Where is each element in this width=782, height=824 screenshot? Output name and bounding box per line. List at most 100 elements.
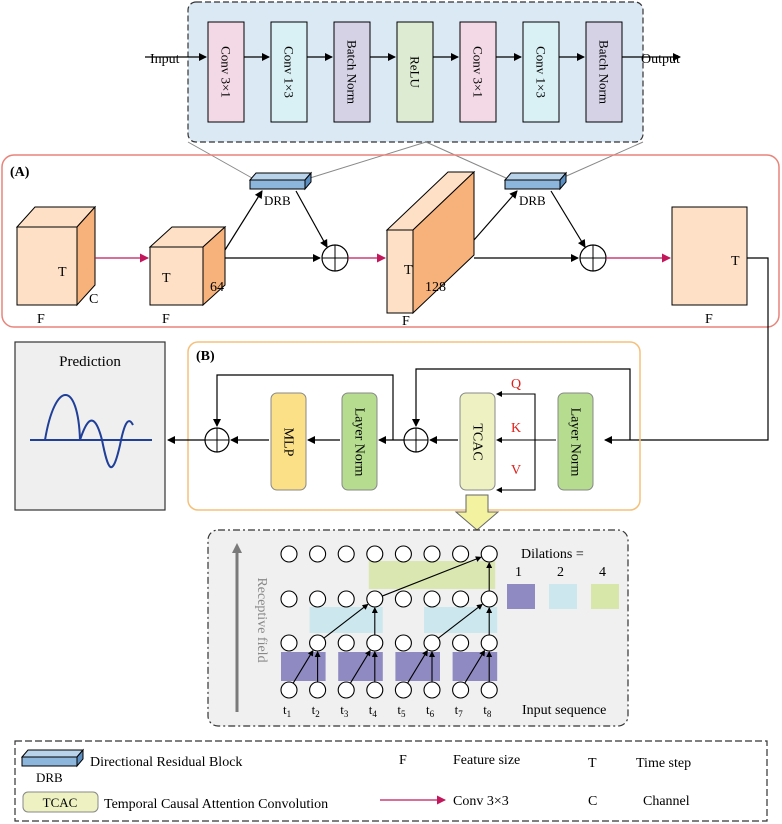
input-sequence-label: Input sequence [522,703,606,718]
drb-layer-label: Conv 1×3 [534,46,549,98]
dilation-legend: 1 2 4 [507,565,619,609]
legend: DRB Directional Residual Block TCAC Temp… [14,740,768,822]
tcn-node [366,545,384,563]
drb-layer-list: Conv 3×1 Conv 1×3 Batch Norm ReLU Conv 3×1 Co… [145,21,681,123]
residual-add-4 [204,427,230,453]
tcn-node [280,590,298,608]
tcn-node [366,590,384,608]
query-label: Q [511,377,521,392]
tcn-node [452,634,470,652]
tcn-node [394,681,412,699]
section-b-border [187,341,641,511]
drb-icon-2: DRB [503,171,568,208]
tcn-node [480,634,498,652]
legend-tcac-desc: Temporal Causal Attention Convolution [104,797,328,812]
prediction-wave [44,394,134,469]
legend-tcac-icon: TCAC [22,791,99,813]
tcn-edges [292,556,493,684]
tcn-node [423,545,441,563]
prediction-title: Prediction [59,354,121,370]
cube1-t-label: T [58,265,67,280]
legend-drb-icon: DRB [20,748,85,785]
time-step-label: t2 [312,702,320,719]
cube1-c-label: C [89,292,98,307]
cube2-t-label: T [162,271,171,286]
drb-layer-4: ReLU [396,21,434,123]
tcn-node [280,634,298,652]
drb-layer-label: Conv 3×1 [471,46,486,98]
section-b: (B) Layer Norm TCAC Q K V Layer Norm MLP [167,341,641,511]
tcn-node [394,590,412,608]
tcn-node [337,590,355,608]
dilation-value: 2 [557,565,564,580]
tcn-node [337,634,355,652]
drb-layer-1: Conv 3×1 [207,21,245,123]
section-b-arrows [167,368,631,444]
residual-add-2 [579,244,607,272]
layer-norm-2-label: Layer Norm [568,408,583,477]
zoom-in-arrow [454,494,500,531]
residual-add-1 [321,244,349,272]
legend-t-desc: Time step [636,756,691,771]
cube2-channel-label: 64 [210,280,224,295]
dilation-item-4: 4 [591,565,619,609]
legend-drb-desc: Directional Residual Block [90,755,242,770]
tcac-label: TCAC [470,423,485,460]
legend-c-symbol: C [588,794,597,809]
cube2-f-label: F [162,312,170,327]
tcn-node [480,545,498,563]
layer-norm-1-block: Layer Norm [341,392,378,491]
drb-layer-label: Conv 1×3 [282,46,297,98]
tcn-node [394,634,412,652]
dilation-value: 1 [515,565,522,580]
time-step-label: t5 [397,702,406,719]
feature-cube-64: T 64 F [148,225,227,327]
cube3-f-label: F [402,314,410,329]
drb-layer-label: Batch Norm [345,40,360,104]
section-a-arrows [95,190,671,263]
tcn-node [452,590,470,608]
tcn-node [480,681,498,699]
legend-drb-icon-label: DRB [36,770,63,785]
dilation-item-2: 2 [549,565,577,609]
time-step-label: t1 [283,702,291,719]
tcn-node [366,634,384,652]
tcn-node [423,634,441,652]
time-step-label: t6 [426,702,435,719]
drb-layer-5: Conv 3×1 [459,21,497,123]
qkv-lines [496,391,556,493]
prediction-panel: Prediction [14,341,166,511]
drb-layer-label: Conv 3×1 [219,46,234,98]
time-step-label: t7 [455,702,464,719]
dilation-item-1: 1 [507,565,535,609]
legend-f-desc: Feature size [453,753,520,768]
mlp-block: MLP [270,392,307,491]
tcn-node [452,545,470,563]
tcn-node [280,681,298,699]
tcac-block: TCAC [459,392,496,491]
drb1-label: DRB [264,193,291,208]
tcn-node [366,681,384,699]
legend-tcac-icon-label: TCAC [43,795,78,810]
dilations-title: Dilations = [521,547,584,562]
tcn-node [337,545,355,563]
feature-cube-output: T F [671,206,748,327]
feature-cube-input: T C F [15,205,98,327]
cube3-t-label: T [404,263,413,278]
a-to-b-connector [604,257,769,444]
drb-layer-label: Batch Norm [597,40,612,104]
tcn-node [309,545,327,563]
time-step-label: t4 [369,702,378,719]
drb-output-label: Output [641,52,680,67]
drb-layer-7: Batch Norm [585,21,623,123]
tcn-node [280,545,298,563]
layer-norm-1-label: Layer Norm [352,408,367,477]
time-step-label: t8 [483,702,492,719]
section-a: (A) T C F T 64 F T 128 F [1,154,780,329]
tcn-nodes [280,545,498,699]
tcn-node [309,681,327,699]
feature-cube-128: T 128 F [385,170,476,329]
section-b-label: (B) [196,349,215,364]
tcn-node [423,681,441,699]
